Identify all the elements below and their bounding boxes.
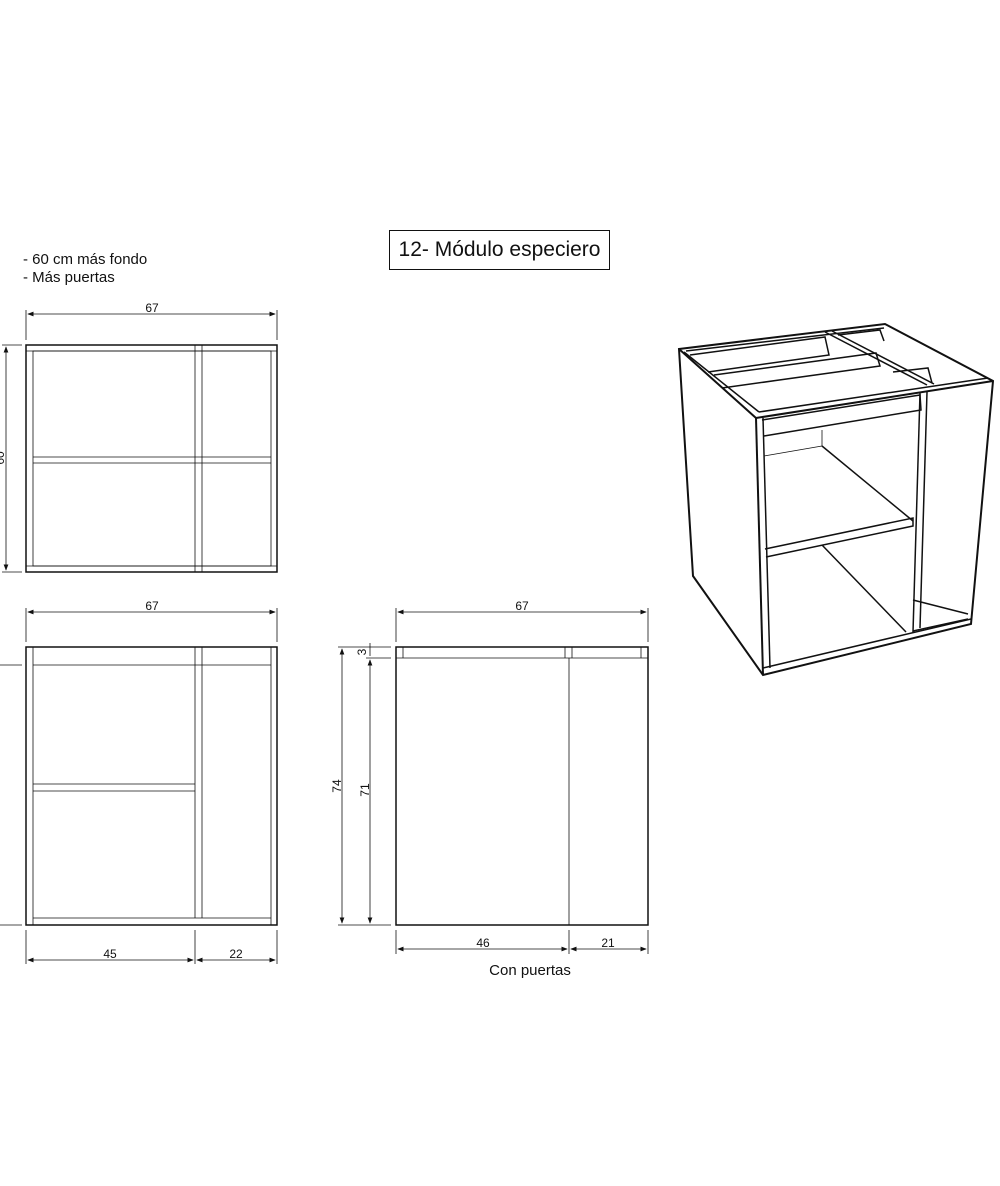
top-view-depth-label: 60 <box>0 451 7 465</box>
notes-block: - 60 cm más fondo - Más puertas <box>23 251 147 287</box>
front-view-left-label: 45 <box>103 947 117 961</box>
door-view: 67 74 71 3 46 21 <box>330 599 649 954</box>
door-view-left-label: 46 <box>476 936 490 950</box>
note-line-2: - Más puertas <box>23 269 115 286</box>
door-view-caption: Con puertas <box>489 962 571 979</box>
drawing-title: 12- Módulo especiero <box>389 230 610 270</box>
door-view-inner-height-label: 71 <box>358 783 372 797</box>
front-view-width-label: 67 <box>145 599 159 613</box>
door-view-right-label: 21 <box>601 936 615 950</box>
door-view-top-label: 3 <box>355 648 369 655</box>
door-view-width-label: 67 <box>515 599 529 613</box>
note-line-1: - 60 cm más fondo <box>23 251 148 268</box>
drawing-title-text: 12- Módulo especiero <box>398 238 601 261</box>
top-view-width-label: 67 <box>145 301 159 315</box>
isometric-view <box>677 322 995 677</box>
front-view-right-label: 22 <box>229 947 243 961</box>
top-view: 67 60 <box>0 301 278 573</box>
front-view: 67 45 22 <box>0 599 278 964</box>
door-view-height-label: 74 <box>330 779 344 793</box>
